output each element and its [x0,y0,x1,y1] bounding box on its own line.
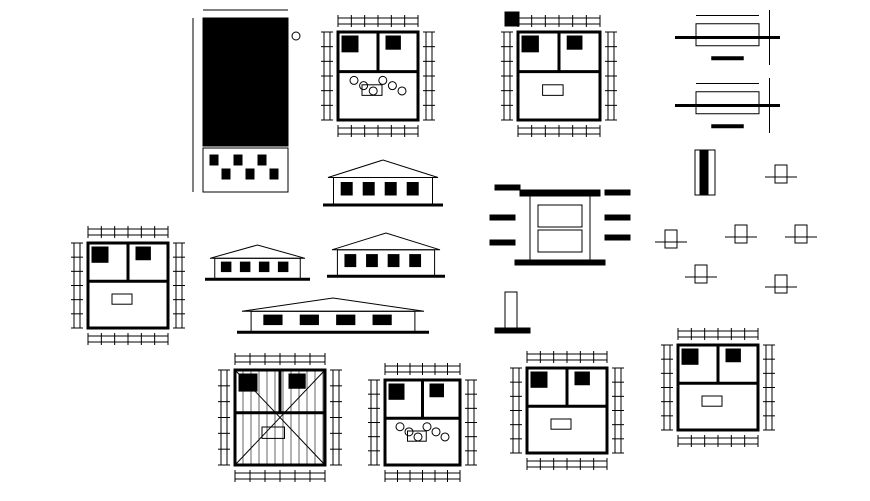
floor-plan-bottom-1 [368,363,477,482]
hatch-swatch [504,11,520,27]
roof-plan-hatch [234,369,326,466]
rear-elevation [327,232,445,278]
floor-plan-left [71,226,185,345]
site-plan [192,9,301,193]
foundation-detail [494,291,531,334]
floor-plan-top-2 [501,15,617,137]
wall-section-2 [675,78,780,133]
floor-plan-top-1 [321,15,435,137]
floor-plan-bottom-2 [510,351,624,470]
long-elevation [237,297,429,334]
construction-details [655,149,817,294]
floor-plan-bottom-3 [661,328,775,447]
side-elevation-small [205,244,310,281]
building-section-detail [489,184,631,266]
wall-section-1 [675,10,780,65]
roof-plan [218,353,342,482]
front-elevation [323,159,443,207]
